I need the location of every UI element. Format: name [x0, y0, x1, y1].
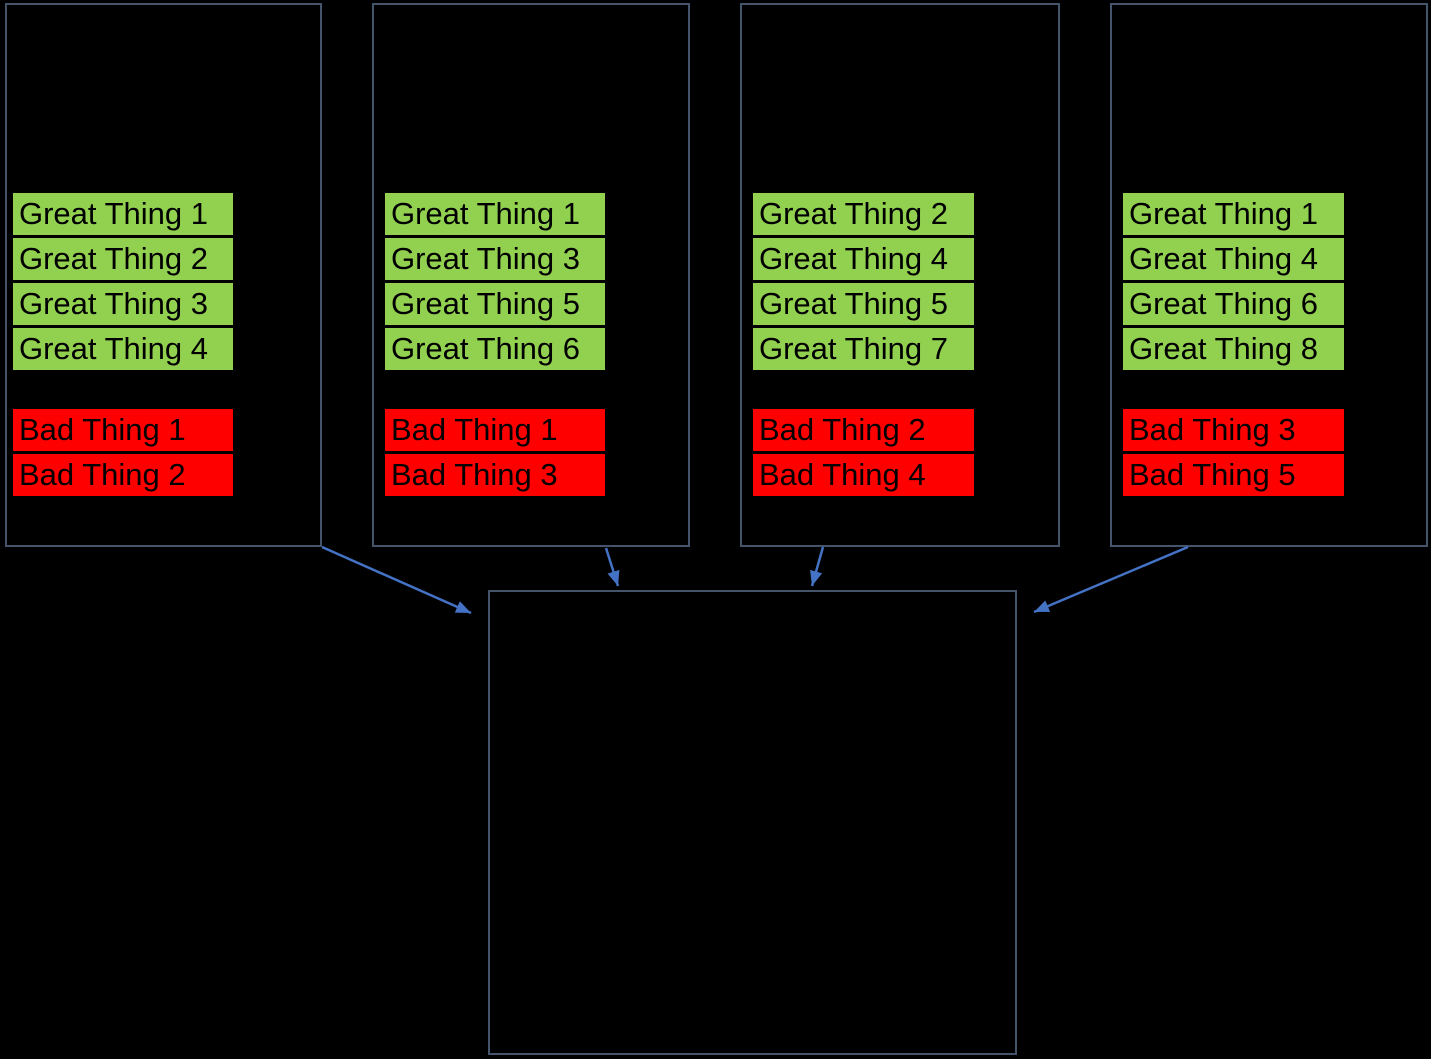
great-thing-item: Great Thing 6	[1123, 283, 1344, 325]
great-thing-item: Great Thing 1	[385, 193, 605, 235]
source-box-4	[1110, 3, 1428, 547]
great-thing-item: Great Thing 1	[13, 193, 233, 235]
bad-thing-item: Bad Thing 1	[13, 409, 233, 451]
great-thing-item: Great Thing 6	[385, 328, 605, 370]
bad-thing-item: Bad Thing 2	[753, 409, 974, 451]
great-things-list-4: Great Thing 1 Great Thing 4 Great Thing …	[1123, 193, 1344, 370]
great-thing-item: Great Thing 4	[1123, 238, 1344, 280]
great-thing-item: Great Thing 4	[753, 238, 974, 280]
bad-thing-item: Bad Thing 4	[753, 454, 974, 496]
source-box-2	[372, 3, 690, 547]
arrow-from-box2	[604, 547, 620, 587]
bad-thing-item: Bad Thing 5	[1123, 454, 1344, 496]
great-thing-item: Great Thing 2	[753, 193, 974, 235]
arrow-from-box4	[1033, 545, 1189, 614]
bad-things-list-3: Bad Thing 2 Bad Thing 4	[753, 409, 974, 496]
great-things-list-1: Great Thing 1 Great Thing 2 Great Thing …	[13, 193, 233, 370]
great-thing-item: Great Thing 4	[13, 328, 233, 370]
arrow-from-box3	[810, 546, 825, 587]
bad-thing-item: Bad Thing 3	[385, 454, 605, 496]
source-box-1	[5, 3, 322, 547]
great-thing-item: Great Thing 3	[385, 238, 605, 280]
bad-thing-item: Bad Thing 1	[385, 409, 605, 451]
bad-things-list-2: Bad Thing 1 Bad Thing 3	[385, 409, 605, 496]
source-box-3	[740, 3, 1060, 547]
bad-things-list-1: Bad Thing 1 Bad Thing 2	[13, 409, 233, 496]
bad-thing-item: Bad Thing 3	[1123, 409, 1344, 451]
great-thing-item: Great Thing 5	[385, 283, 605, 325]
arrow-from-box1	[321, 545, 472, 615]
great-thing-item: Great Thing 2	[13, 238, 233, 280]
great-thing-item: Great Thing 5	[753, 283, 974, 325]
great-thing-item: Great Thing 1	[1123, 193, 1344, 235]
bad-things-list-4: Bad Thing 3 Bad Thing 5	[1123, 409, 1344, 496]
great-things-list-3: Great Thing 2 Great Thing 4 Great Thing …	[753, 193, 974, 370]
great-thing-item: Great Thing 7	[753, 328, 974, 370]
great-thing-item: Great Thing 8	[1123, 328, 1344, 370]
great-things-list-2: Great Thing 1 Great Thing 3 Great Thing …	[385, 193, 605, 370]
bad-thing-item: Bad Thing 2	[13, 454, 233, 496]
great-thing-item: Great Thing 3	[13, 283, 233, 325]
summary-box	[488, 590, 1017, 1055]
